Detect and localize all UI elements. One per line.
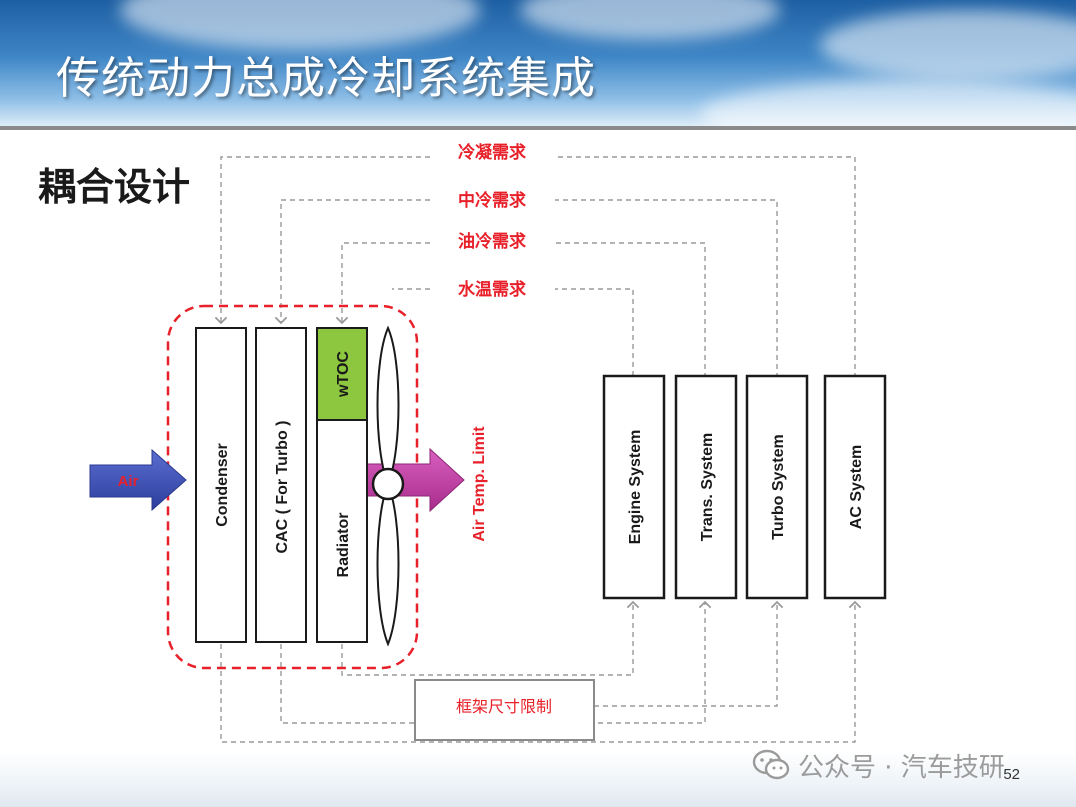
title-divider <box>0 126 1076 130</box>
turbo-system-block <box>745 374 809 600</box>
watermark: 公众号 · 汽车技研 <box>752 748 1005 783</box>
frame-limit-box <box>414 679 595 741</box>
wtoc-block <box>316 327 368 421</box>
radiator-label: Radiator <box>335 513 352 578</box>
water-temp-demand-label: 水温需求 <box>458 279 526 300</box>
condensing-demand-line <box>555 156 856 378</box>
air-inlet-label: Air <box>118 473 139 490</box>
trans-system-block <box>674 374 738 600</box>
oil-cooling-demand-line <box>555 242 706 378</box>
air-inlet-arrow <box>89 448 187 512</box>
frame-to-turbo-line <box>594 600 784 707</box>
condenser-label: Condenser <box>214 443 231 527</box>
radiator-block <box>316 419 368 643</box>
intercooling-demand-line-left <box>274 199 430 325</box>
turbo-system-label: Turbo System <box>770 434 787 540</box>
condenser-block <box>195 327 247 643</box>
intercooling-demand-line <box>555 199 778 378</box>
air-outlet-label: Air Temp. Limit <box>471 426 488 542</box>
watermark-text: 公众号 · 汽车技研 <box>798 752 1005 783</box>
engine-system-block <box>602 374 666 600</box>
ac-system-label: AC System <box>848 445 865 529</box>
oil-cooling-demand-label: 油冷需求 <box>458 231 526 252</box>
intercooling-demand-label: 中冷需求 <box>458 190 526 211</box>
fan-icon <box>371 325 405 647</box>
condensing-demand-label: 冷凝需求 <box>458 142 526 163</box>
oil-cooling-demand-line-left <box>335 242 430 325</box>
page-title: 传统动力总成冷却系统集成 <box>56 53 596 104</box>
section-subtitle: 耦合设计 <box>38 165 191 209</box>
page-number: 52 <box>1003 766 1020 783</box>
title-banner: 传统动力总成冷却系统集成 <box>0 0 1076 126</box>
engine-system-label: Engine System <box>627 430 644 545</box>
cac-block <box>255 327 307 643</box>
wtoc-label: wTOC <box>335 351 352 398</box>
cac-label: CAC ( For Turbo ) <box>274 420 291 553</box>
ac-system-block <box>823 374 887 600</box>
condensing-demand-line-left <box>214 156 430 325</box>
trans-system-label: Trans. System <box>699 433 716 542</box>
condenser-return-line <box>220 600 862 743</box>
frame-limit-label: 框架尺寸限制 <box>456 697 552 716</box>
wechat-icon <box>752 749 790 780</box>
footer-band <box>0 752 1076 807</box>
water-temp-demand-line <box>555 288 634 376</box>
